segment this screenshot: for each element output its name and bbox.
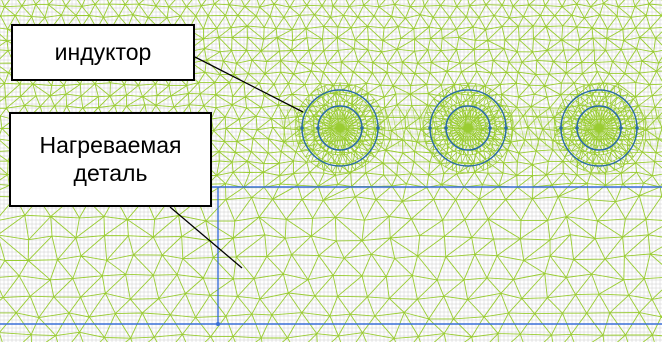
workpiece-callout: Нагреваемая деталь <box>9 112 212 207</box>
coil-node <box>504 126 508 130</box>
coil-node <box>635 126 639 130</box>
coil-node <box>488 126 492 130</box>
coil-node <box>619 126 623 130</box>
coil-node <box>575 126 579 130</box>
coil-node <box>360 126 364 130</box>
corner-node <box>216 322 220 326</box>
inductor-coil-2 <box>428 89 508 167</box>
inductor-coil-3 <box>559 89 639 167</box>
inductor-leader-line <box>194 56 304 113</box>
inductor-label: индуктор <box>54 38 152 65</box>
workpiece-leader-line <box>169 206 243 269</box>
coil-node <box>300 126 304 130</box>
workpiece-label-line2: деталь <box>73 159 148 186</box>
coil-node <box>428 126 432 130</box>
inductor-coil-1 <box>300 89 380 167</box>
coil-node <box>376 126 380 130</box>
inductor-coils <box>300 89 639 167</box>
coil-node <box>316 126 320 130</box>
domain-boundaries <box>0 186 662 326</box>
coil-node <box>444 126 448 130</box>
coil-node <box>559 126 563 130</box>
inductor-callout: индуктор <box>11 24 195 81</box>
workpiece-label-line1: Нагреваемая <box>39 131 182 158</box>
leader-lines <box>169 56 304 269</box>
